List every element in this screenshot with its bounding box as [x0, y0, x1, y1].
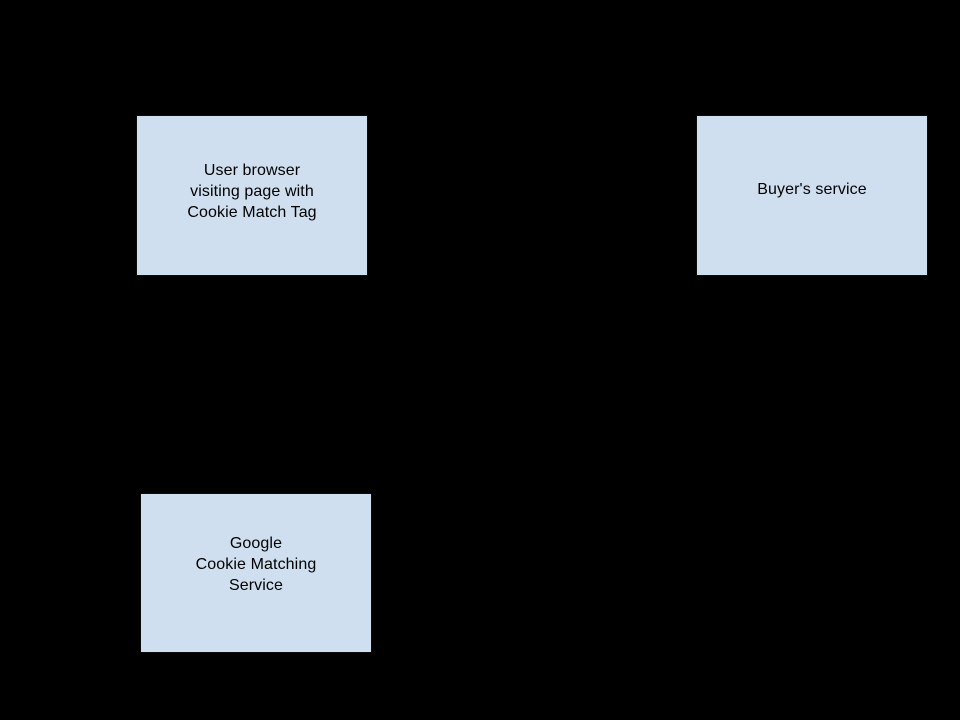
node-user-browser[interactable]: User browser visiting page with Cookie M… [136, 115, 368, 276]
node-google-cookie-matching-service-label: Google Cookie Matching Service [195, 534, 317, 594]
node-user-browser-label: User browser visiting page with Cookie M… [187, 162, 317, 221]
node-buyers-service[interactable]: Buyer's service [696, 115, 928, 276]
node-buyers-service-label: Buyer's service [757, 181, 867, 198]
node-google-cookie-matching-service[interactable]: Google Cookie Matching Service [140, 493, 372, 653]
